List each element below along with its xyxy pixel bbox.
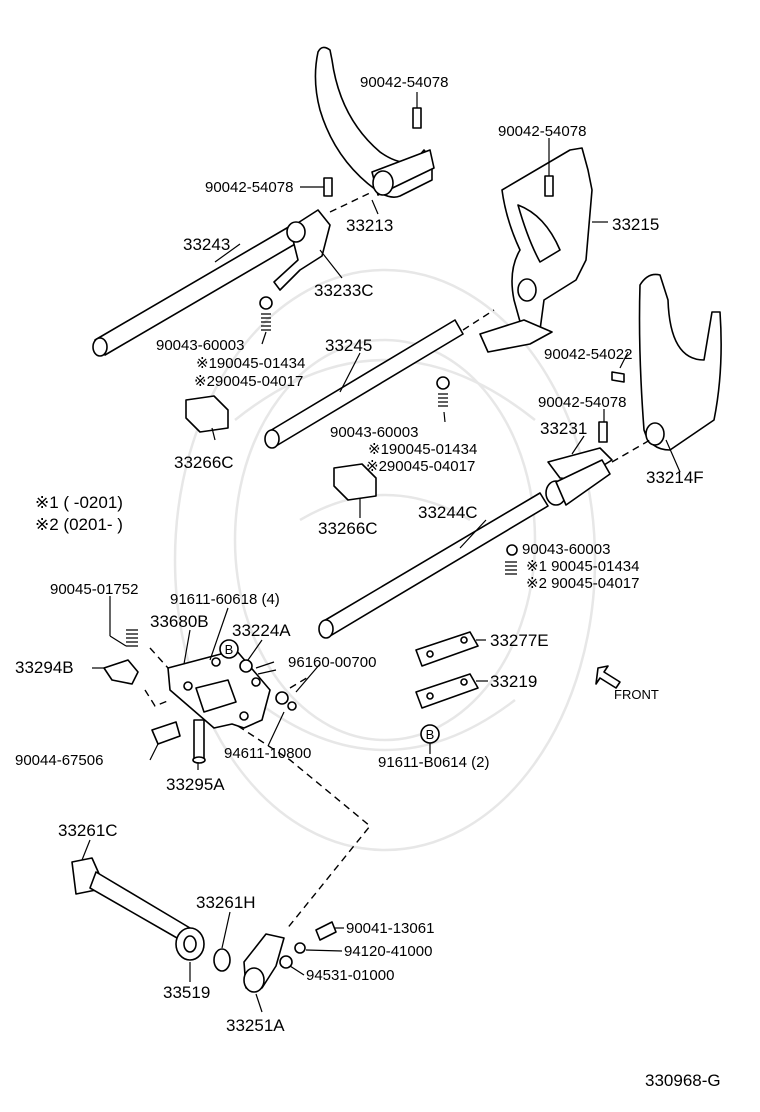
shift-fork-33215 — [479, 147, 593, 353]
label-90043-60003-b: 90043-60003 — [330, 424, 418, 441]
label-90043-60003-a: 90043-60003 — [156, 337, 244, 354]
label-90042-54022: 90042-54022 — [544, 346, 632, 363]
label-33233C: 33233C — [314, 281, 374, 300]
bushing-33519 — [175, 927, 205, 961]
label-94120-41000: 94120-41000 — [344, 943, 432, 960]
label-94531-01000: 94531-01000 — [306, 967, 394, 984]
label-33245: 33245 — [325, 336, 372, 355]
washer-94120-41000 — [294, 942, 306, 954]
part-labels: 90042-54078 90042-54078 90042-54078 3321… — [15, 74, 721, 1090]
label-33251A: 33251A — [226, 1016, 285, 1035]
label-90045-01434-a: ※190045-01434 — [196, 355, 305, 372]
front-arrow-icon — [595, 665, 621, 689]
interlock-pin-33266C-a — [185, 395, 229, 433]
bracket-90044-67506 — [151, 721, 181, 745]
circle-b-marker-b: B — [420, 724, 440, 744]
label-90042-54078-d: 90042-54078 — [538, 394, 626, 411]
bolt-33224A — [239, 659, 277, 675]
plate-33277E — [415, 631, 479, 667]
label-33519: 33519 — [163, 983, 210, 1002]
svg-text:B: B — [426, 727, 435, 742]
label-90042-54078-b: 90042-54078 — [498, 123, 586, 140]
label-94611-10800: 94611-10800 — [224, 745, 311, 762]
label-91611-b0614: 91611-B0614 (2) — [378, 754, 489, 771]
label-90043-60003-c: 90043-60003 — [522, 541, 610, 558]
label-90045-04017-a: ※290045-04017 — [194, 373, 303, 390]
label-91611-60618: 91611-60618 (4) — [170, 591, 280, 608]
label-33243: 33243 — [183, 235, 230, 254]
label-33680B: 33680B — [150, 612, 209, 631]
shift-head-33231 — [545, 447, 613, 506]
lever-33294B — [103, 629, 139, 685]
label-90045-01434-c: ※1 90045-01434 — [526, 558, 640, 575]
label-33266C-a: 33266C — [174, 453, 234, 472]
shaft-33261C — [71, 857, 191, 943]
note-2: ※2 (0201- ) — [35, 515, 123, 534]
label-33224A: 33224A — [232, 621, 291, 640]
label-33219: 33219 — [490, 672, 537, 691]
shift-head-33233C — [273, 177, 333, 291]
fork-shaft-33244C — [318, 492, 549, 639]
label-90042-54078-c: 90042-54078 — [205, 179, 293, 196]
interlock-pin-33266C-b — [333, 463, 377, 501]
svg-text:B: B — [225, 642, 234, 657]
selector-housing-33680B — [167, 649, 271, 729]
ball-spring-set-1 — [259, 296, 273, 331]
pin-33295A — [192, 719, 206, 764]
note-1: ※1 ( -0201) — [35, 493, 123, 512]
label-90045-01752: 90045-01752 — [50, 581, 138, 598]
shift-fork-33214F — [598, 273, 722, 451]
lever-33251A — [243, 933, 285, 993]
ball-spring-set-2 — [436, 376, 450, 407]
bushing-33261H — [213, 948, 231, 972]
label-33214F: 33214F — [646, 468, 704, 487]
label-33231: 33231 — [540, 419, 587, 438]
label-90042-54078-a: 90042-54078 — [360, 74, 448, 91]
label-33244C: 33244C — [418, 503, 478, 522]
label-front: FRONT — [614, 687, 659, 702]
label-90045-04017-b: ※290045-04017 — [366, 458, 475, 475]
circle-b-marker-a: B — [219, 639, 239, 659]
label-33294B: 33294B — [15, 658, 74, 677]
label-33261C: 33261C — [58, 821, 118, 840]
label-33266C-b: 33266C — [318, 519, 378, 538]
fork-shaft-33245 — [264, 319, 464, 449]
watermark-emblem — [173, 268, 597, 852]
shift-fork-33213 — [314, 46, 435, 198]
diagram-id: 330968-G — [645, 1071, 721, 1090]
label-90045-04017-c: ※2 90045-04017 — [526, 575, 640, 592]
label-90045-01434-b: ※190045-01434 — [368, 441, 477, 458]
bolt-90041-13061 — [315, 921, 337, 941]
label-96160-00700: 96160-00700 — [288, 654, 376, 671]
label-33213: 33213 — [346, 216, 393, 235]
label-33295A: 33295A — [166, 775, 225, 794]
label-33215: 33215 — [612, 215, 659, 234]
plate-33219 — [415, 673, 479, 709]
label-33277E: 33277E — [490, 631, 549, 650]
nut-94531-01000 — [279, 955, 293, 969]
ball-spring-set-3 — [505, 544, 518, 575]
label-90041-13061: 90041-13061 — [346, 920, 434, 937]
washer-96160-00700 — [275, 691, 297, 711]
label-33261H: 33261H — [196, 893, 256, 912]
label-90044-67506: 90044-67506 — [15, 752, 103, 769]
leader-lines — [81, 186, 681, 1013]
